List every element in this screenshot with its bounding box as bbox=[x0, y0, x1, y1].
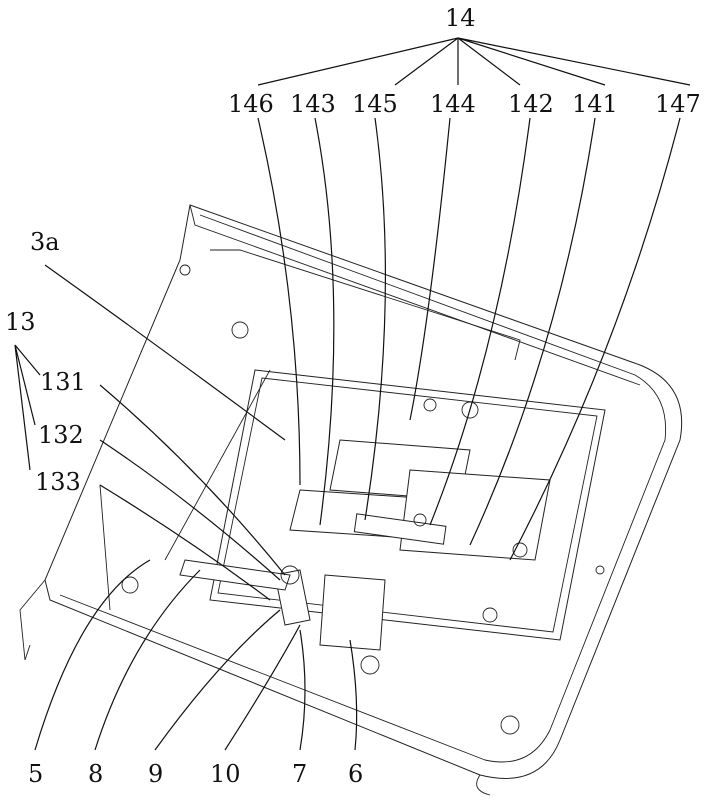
label-9: 9 bbox=[148, 760, 163, 788]
label-147: 147 bbox=[655, 90, 701, 118]
label-10: 10 bbox=[210, 760, 241, 788]
leader-lines bbox=[14, 37, 691, 751]
label-3a: 3a bbox=[30, 228, 60, 256]
label-6: 6 bbox=[348, 760, 363, 788]
label-131: 131 bbox=[40, 368, 86, 396]
label-13: 13 bbox=[5, 308, 36, 336]
label-14: 14 bbox=[445, 4, 476, 32]
label-143: 143 bbox=[290, 90, 336, 118]
label-142: 142 bbox=[508, 90, 554, 118]
label-146: 146 bbox=[228, 90, 274, 118]
assembly-13 bbox=[121, 264, 386, 675]
label-141: 141 bbox=[572, 90, 618, 118]
assembly-14 bbox=[289, 398, 551, 623]
label-145: 145 bbox=[352, 90, 398, 118]
label-8: 8 bbox=[88, 760, 103, 788]
label-144: 144 bbox=[430, 90, 476, 118]
label-5: 5 bbox=[28, 760, 43, 788]
label-133: 133 bbox=[35, 468, 81, 496]
label-7: 7 bbox=[292, 760, 307, 788]
label-132: 132 bbox=[38, 421, 84, 449]
